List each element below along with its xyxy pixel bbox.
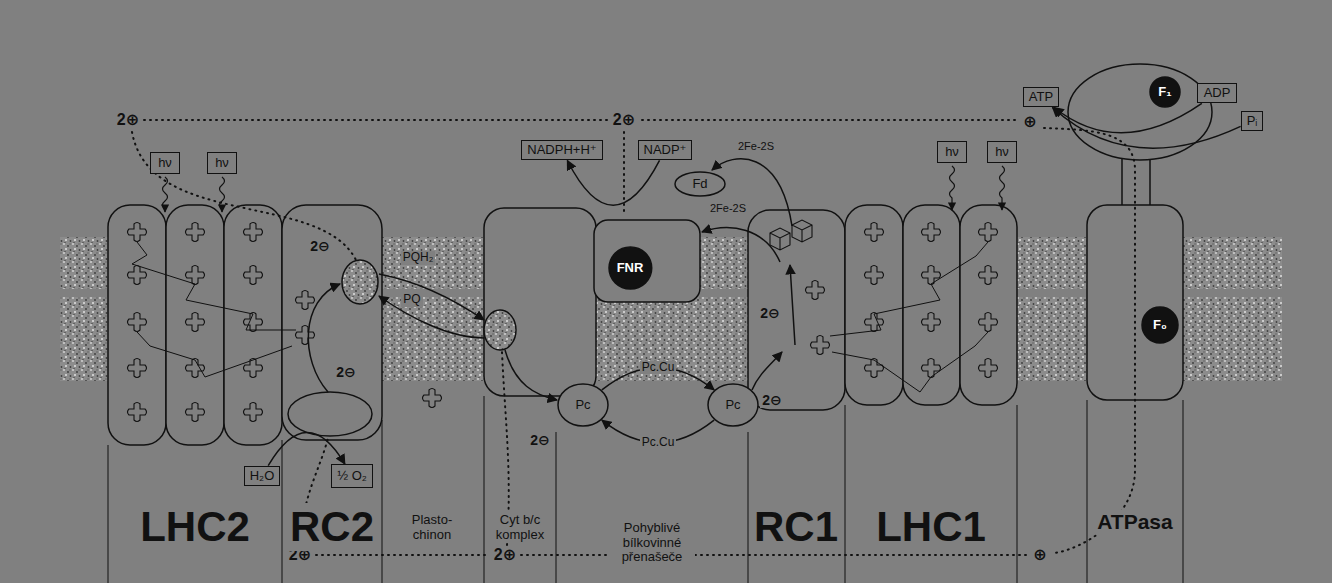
proton-label: ⊕ <box>1021 113 1038 131</box>
column-label: ATPasa <box>1095 510 1174 534</box>
protein-ellipse: Pc <box>557 383 609 427</box>
column-label: RC1 <box>752 503 840 551</box>
text-wrap: ½ O₂ <box>337 469 367 484</box>
electron-label: 2⊖ <box>760 392 784 408</box>
photon-box: hν <box>937 141 967 163</box>
text-wrap: hν <box>995 145 1009 160</box>
filled-circle <box>1150 77 1180 107</box>
photon-box: hν <box>207 152 237 174</box>
text-wrap: hν <box>158 156 172 171</box>
proton-label: 2⊕ <box>115 111 141 129</box>
electron-label: 2⊖ <box>758 305 782 321</box>
node-text: NADPH+H⁺ <box>527 143 596 158</box>
molecule-box: H₂O <box>244 466 281 487</box>
node-text: hν <box>158 156 172 171</box>
molecule-box: ADP <box>1197 83 1237 104</box>
text-wrap: FNR <box>617 261 644 276</box>
molecule-box: NADPH+H⁺ <box>521 140 602 161</box>
protein-ellipse: Fd <box>674 171 726 197</box>
flow-arrow <box>567 160 659 205</box>
molecule-box: ½ O₂ <box>331 464 373 488</box>
node-text: Pᵢ <box>1247 114 1258 129</box>
subunit-dot: F₀ <box>1141 306 1179 344</box>
molecule-box: NADP⁺ <box>638 140 693 161</box>
node-text: Pc <box>575 398 590 413</box>
node-text: hν <box>215 156 229 171</box>
cofactor-label: 2Fe-2S <box>708 202 748 215</box>
electron-label: 2⊖ <box>528 432 552 448</box>
node-text: F₀ <box>1153 318 1167 333</box>
node-text: ADP <box>1204 86 1231 101</box>
molecule-box: Pᵢ <box>1241 111 1264 132</box>
edge-label: Pc.Cu <box>640 361 677 375</box>
text-wrap: NADP⁺ <box>644 143 687 158</box>
proton-label: 2⊕ <box>611 111 637 129</box>
column-label: LHC2 <box>138 503 252 551</box>
text-wrap: Pᵢ <box>1247 114 1258 129</box>
text-wrap: F₁ <box>1158 85 1171 100</box>
molecule-label: PQ <box>401 293 422 307</box>
protein-ellipse: Pc <box>707 383 759 427</box>
node-text: NADP⁺ <box>644 143 687 158</box>
node-text: hν <box>995 145 1009 160</box>
text-wrap: hν <box>215 156 229 171</box>
text-wrap: H₂O <box>250 469 275 484</box>
node-text: ATP <box>1029 90 1053 105</box>
proton-label: ⊕ <box>1031 546 1048 564</box>
text-wrap: Fd <box>692 177 707 192</box>
text-wrap: Pc <box>725 398 740 413</box>
electron-label: 2⊖ <box>308 238 332 254</box>
filled-circle <box>609 247 652 289</box>
outline-ellipse <box>675 172 725 196</box>
text-wrap: ATP <box>1029 90 1053 105</box>
electron-label: 2⊖ <box>334 364 358 380</box>
flow-arrow <box>1054 103 1202 132</box>
column-label: Cyt b/c komplex <box>486 513 554 543</box>
molecule-label: PQH₂ <box>401 251 436 265</box>
outline-ellipse <box>558 384 608 426</box>
text-wrap: ADP <box>1204 86 1231 101</box>
flow-arrow <box>268 432 345 465</box>
column-label: LHC1 <box>874 503 988 551</box>
node-text: Fd <box>692 177 707 192</box>
column-label: RC2 <box>288 503 376 551</box>
filled-circle <box>1142 307 1178 343</box>
outline-ellipse <box>708 384 758 426</box>
node-text: F₁ <box>1158 85 1171 100</box>
photon-box: hν <box>987 141 1017 163</box>
edge-label: Pc.Cu <box>640 436 677 450</box>
node-text: Pc <box>725 398 740 413</box>
node-text: FNR <box>617 261 644 276</box>
subunit-dot: F₁ <box>1149 76 1181 108</box>
molecule-box: ATP <box>1023 87 1059 108</box>
text-wrap: Pc <box>575 398 590 413</box>
column-label: Pohyblivé bílkovinné přenašeče <box>609 521 695 566</box>
text-wrap: F₀ <box>1153 318 1167 333</box>
node-text: H₂O <box>250 469 275 484</box>
flow-arrow <box>1052 107 1240 148</box>
cofactor-label: 2Fe-2S <box>736 140 776 153</box>
node-text: hν <box>945 145 959 160</box>
column-label: Plasto-chinon <box>400 513 464 543</box>
photon-box: hν <box>150 152 180 174</box>
node-text: ½ O₂ <box>337 469 367 484</box>
text-wrap: hν <box>945 145 959 160</box>
proton-label: 2⊕ <box>492 546 518 564</box>
enzyme-dot: FNR <box>608 246 653 290</box>
text-wrap: NADPH+H⁺ <box>527 143 596 158</box>
